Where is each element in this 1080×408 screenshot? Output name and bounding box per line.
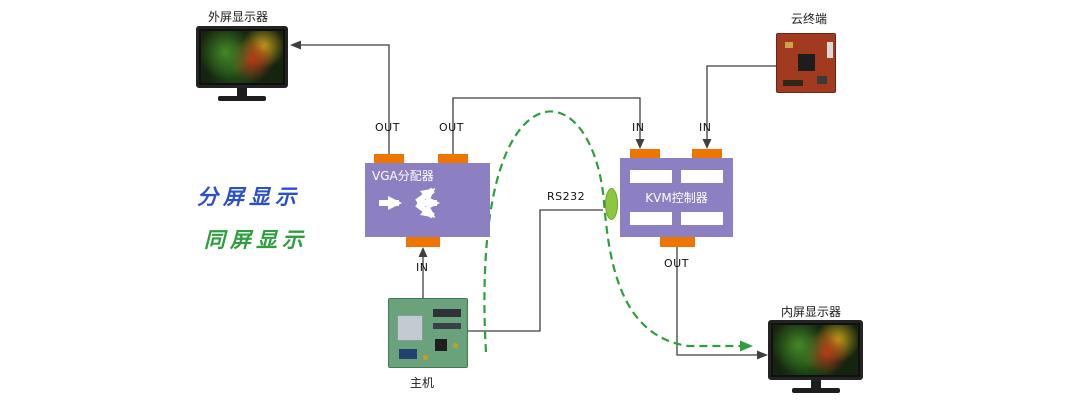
wire-cloud-terminal-to-kvm-in — [706, 65, 776, 140]
arrowhead-right — [757, 350, 768, 360]
wire-host-rs232-to-kvm — [468, 209, 603, 332]
chip-icon — [798, 54, 815, 71]
capacitor-icon — [453, 343, 458, 348]
kvm-slot — [630, 170, 672, 183]
rs232-label: RS232 — [547, 190, 586, 203]
vga-splitter-box: VGA分配器 — [365, 154, 490, 247]
port-tab — [374, 154, 404, 163]
wire-vga-out-to-kvm-in — [452, 97, 641, 154]
monitor-wallpaper — [773, 325, 858, 375]
legend-same-display: 同屏显示 — [204, 228, 308, 252]
connector-icon — [399, 349, 417, 359]
kvm-slot — [681, 212, 723, 225]
connector-icon — [827, 42, 833, 58]
kvm-slot — [630, 212, 672, 225]
port-label-vga-out-left: OUT — [375, 121, 400, 134]
arrowhead-left — [290, 40, 301, 50]
monitor-wallpaper — [201, 31, 283, 83]
capacitor-icon — [423, 355, 428, 360]
host-board-icon — [388, 298, 468, 368]
port-label-vga-out-right: OUT — [439, 121, 464, 134]
port-label-kvm-in-right: IN — [699, 121, 712, 134]
monitor-screen — [768, 320, 863, 380]
monitor-base — [218, 96, 266, 101]
kvm-slot — [681, 170, 723, 183]
split-arrows-icon — [379, 187, 440, 219]
arrowhead-dashed-right — [740, 340, 753, 352]
cloud-terminal-label: 云终端 — [791, 12, 828, 26]
wire-kvm-out-to-internal-monitor — [676, 247, 757, 356]
arrowhead-down — [702, 139, 712, 149]
monitor-neck — [810, 380, 821, 388]
wire-vga-out-to-external-monitor — [301, 44, 390, 154]
monitor-base — [791, 388, 840, 393]
port-label-kvm-in-left: IN — [632, 121, 645, 134]
kvm-controller-box: KVM控制器 — [620, 149, 733, 247]
arrowhead-up — [418, 247, 428, 257]
slot-icon — [433, 323, 461, 329]
legend-split-display: 分屏显示 — [197, 185, 301, 209]
port-tab — [660, 237, 695, 247]
vga-splitter-title: VGA分配器 — [372, 169, 434, 183]
arrowhead-down — [635, 139, 645, 149]
port-label-vga-in: IN — [416, 261, 429, 274]
port-tab — [438, 154, 468, 163]
slot-icon — [433, 309, 461, 317]
component-icon — [785, 42, 793, 48]
port-tab — [692, 149, 722, 158]
cpu-socket-icon — [397, 315, 423, 341]
external-monitor-label: 外屏显示器 — [208, 10, 269, 24]
kvm-controller-title: KVM控制器 — [645, 191, 708, 205]
rs232-connector-icon — [605, 188, 618, 220]
port-tab — [406, 237, 440, 247]
monitor-screen — [196, 26, 288, 88]
connector-icon — [783, 80, 803, 86]
port-label-kvm-out: OUT — [664, 257, 689, 270]
cloud-terminal-board-icon — [776, 33, 836, 93]
external-monitor-icon — [196, 26, 288, 101]
chip-icon — [435, 339, 447, 351]
monitor-neck — [237, 88, 247, 96]
internal-monitor-label: 内屏显示器 — [781, 305, 842, 319]
internal-monitor-icon — [768, 320, 863, 393]
component-icon — [817, 76, 827, 84]
host-label: 主机 — [410, 376, 435, 390]
port-tab — [630, 149, 660, 158]
